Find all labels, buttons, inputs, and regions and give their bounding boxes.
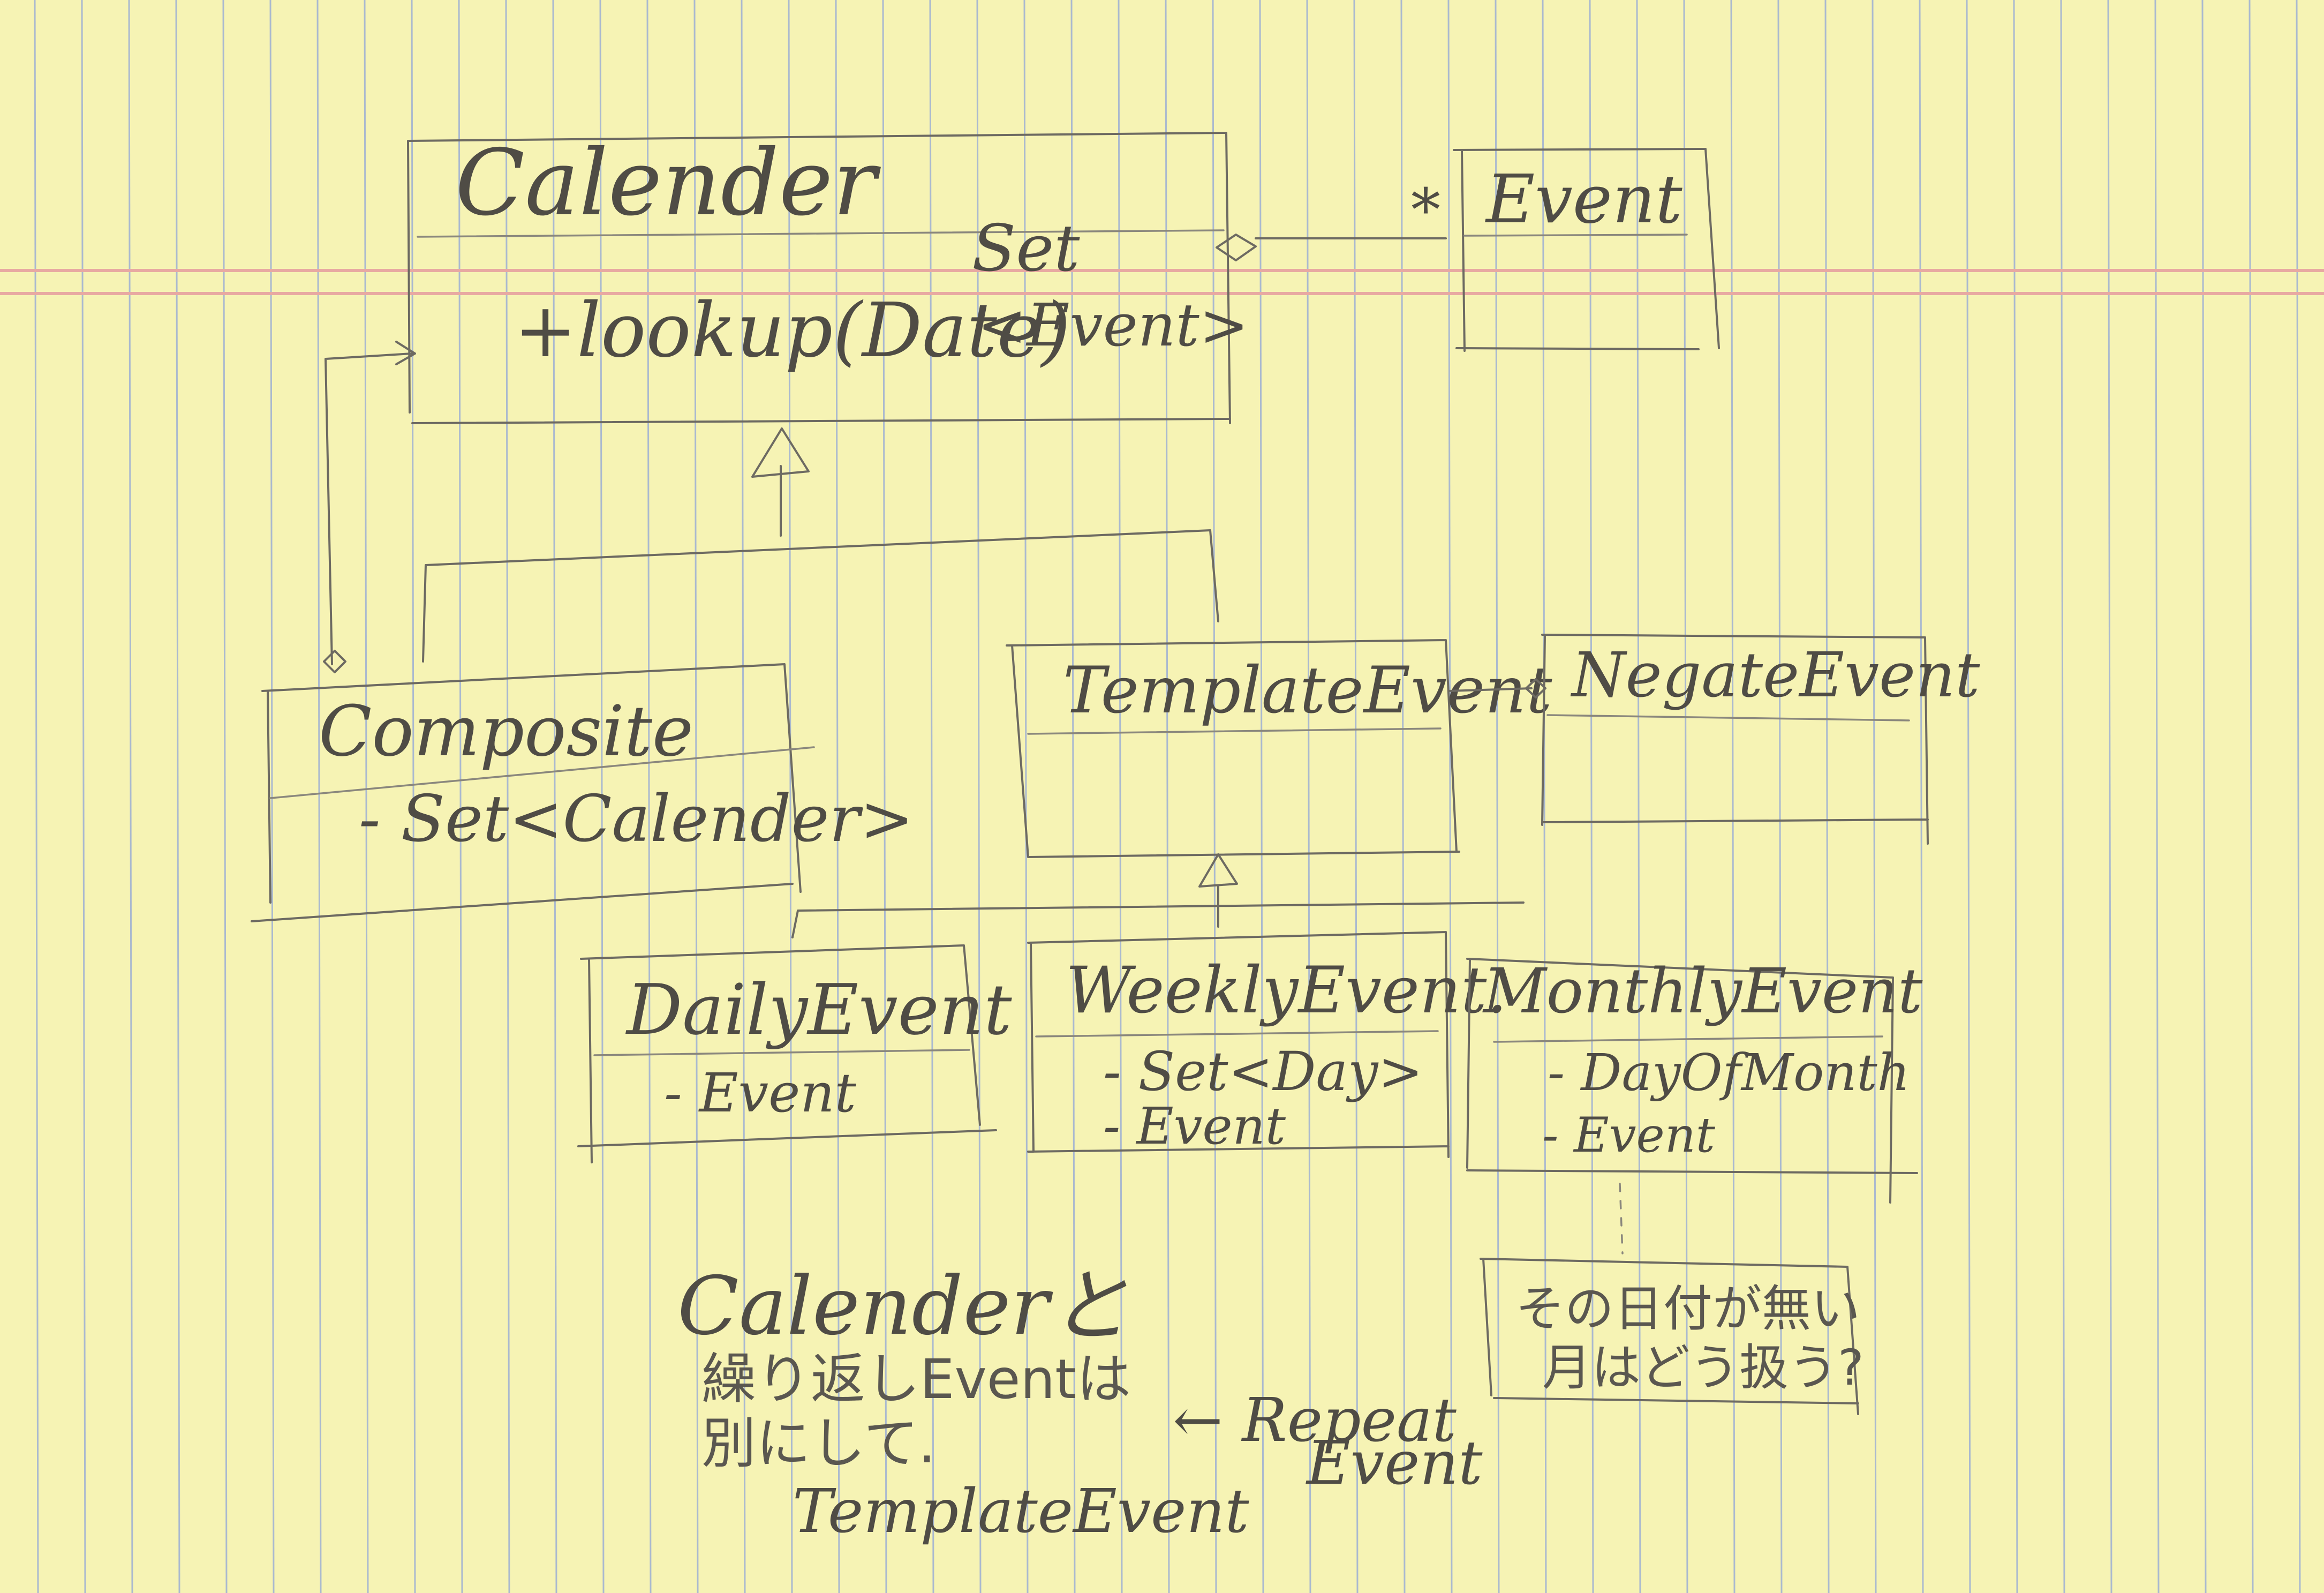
return-type-label: <Event> <box>977 291 1249 359</box>
rule-line <box>2013 0 2018 1593</box>
note-question: その日付が無い 月はどう扱う? <box>1480 1258 1864 1415</box>
rule-line <box>1165 0 1170 1593</box>
rule-line <box>1777 0 1783 1593</box>
triangle-arrowhead-icon <box>751 427 810 478</box>
class-weekly-event: WeeklyEvent. - Set<Day> - Event <box>1027 931 1507 1158</box>
class-name: Calender <box>455 130 881 236</box>
generalization-to-template-event <box>791 853 1525 938</box>
rule-line <box>1495 0 1500 1593</box>
rule-line <box>316 0 322 1593</box>
class-name: Event <box>1485 161 1682 238</box>
rule-line <box>2201 0 2207 1593</box>
rule-line <box>1872 0 1877 1593</box>
rule-line <box>1023 0 1029 1593</box>
rule-line <box>882 0 887 1593</box>
note-repeat: ← Repeat Event <box>1173 1386 1483 1498</box>
rule-line <box>1212 0 1217 1593</box>
rule-line <box>2296 0 2301 1593</box>
class-name: WeeklyEvent. <box>1066 953 1507 1028</box>
rule-line <box>222 0 228 1593</box>
rule-line <box>1730 0 1736 1593</box>
rule-line <box>1400 0 1406 1593</box>
rule-line <box>741 0 746 1593</box>
class-field: - Event <box>664 1062 857 1124</box>
diamond-icon <box>1216 234 1257 261</box>
paper-rules <box>34 0 2301 1593</box>
rule-line <box>2154 0 2160 1593</box>
note-line: ← Repeat <box>1173 1386 1457 1455</box>
class-field: - Event <box>1542 1107 1716 1163</box>
class-negate-event: NegateEvent <box>1541 634 1980 845</box>
note-main: Calenderと 繰り返しEventは 別にして. TemplateEvent <box>677 1260 1250 1546</box>
note-line: その日付が無い <box>1515 1280 1860 1337</box>
class-calender: Calender +lookup(Date) Set <Event> <box>407 130 1249 424</box>
rule-line <box>1070 0 1076 1593</box>
rule-line <box>175 0 180 1593</box>
generalization-to-calender <box>422 427 1219 663</box>
rule-line <box>1636 0 1641 1593</box>
class-template-event: TemplateEvent <box>1006 639 1552 858</box>
class-event: Event <box>1453 148 1720 352</box>
class-name: NegateEvent <box>1570 640 1980 711</box>
note-line: 月はどう扱う? <box>1542 1339 1864 1396</box>
rule-line <box>835 0 840 1593</box>
class-field: - Set<Day> <box>1103 1040 1423 1103</box>
association-template-negate <box>1447 678 1546 698</box>
rule-line <box>458 0 463 1593</box>
rule-line <box>411 0 416 1593</box>
class-method: +lookup(Date) <box>514 287 1070 374</box>
rule-line <box>1589 0 1594 1593</box>
note-link <box>1619 1183 1624 1254</box>
rule-line <box>929 0 934 1593</box>
rule-line <box>269 0 275 1593</box>
rule-line <box>552 0 557 1593</box>
rule-line <box>34 0 39 1593</box>
note-line: Calenderと <box>677 1260 1129 1353</box>
rule-line <box>81 0 86 1593</box>
class-name: Composite <box>319 690 693 772</box>
rule-line <box>599 0 605 1593</box>
diamond-icon <box>323 650 346 673</box>
note-line: 別にして. <box>701 1412 935 1476</box>
rule-line <box>1118 0 1123 1593</box>
rule-line <box>1306 0 1311 1593</box>
rule-line <box>1447 0 1453 1593</box>
rule-line <box>505 0 510 1593</box>
note-line: 繰り返しEventは <box>701 1348 1131 1411</box>
rule-line <box>1824 0 1830 1593</box>
rule-line <box>1353 0 1359 1593</box>
return-set-label: Set <box>972 212 1080 286</box>
rule-line <box>364 0 369 1593</box>
rule-line <box>693 0 699 1593</box>
composite-to-calender <box>323 341 416 673</box>
class-composite: Composite - Set<Calender> <box>251 663 914 922</box>
class-monthly-event: MonthlyEvent - DayOfMonth - Event <box>1466 956 1923 1204</box>
rule-line <box>2248 0 2254 1593</box>
rule-line <box>1919 0 1924 1593</box>
class-name: MonthlyEvent <box>1482 956 1923 1027</box>
rule-line <box>1259 0 1264 1593</box>
rule-line <box>788 0 793 1593</box>
aggregation-calender-event: * <box>1216 176 1447 261</box>
note-line: TemplateEvent <box>793 1477 1250 1546</box>
multiplicity-many: * <box>1411 176 1440 244</box>
rule-line <box>976 0 982 1593</box>
rule-line <box>128 0 133 1593</box>
rule-line <box>2107 0 2112 1593</box>
rule-line <box>1683 0 1688 1593</box>
class-field: - Event <box>1103 1097 1286 1156</box>
class-daily-event: DailyEvent - Event <box>577 944 1012 1163</box>
class-field: - Set<Calender> <box>359 782 914 856</box>
diamond-icon <box>1525 678 1546 698</box>
note-line: Event <box>1306 1429 1483 1498</box>
rule-line <box>1542 0 1547 1593</box>
rule-line <box>646 0 652 1593</box>
class-field: - DayOfMonth <box>1548 1043 1910 1102</box>
class-name: DailyEvent <box>625 969 1012 1050</box>
triangle-arrowhead-icon <box>1198 853 1238 888</box>
rule-line <box>2060 0 2065 1593</box>
rule-line <box>1966 0 1971 1593</box>
